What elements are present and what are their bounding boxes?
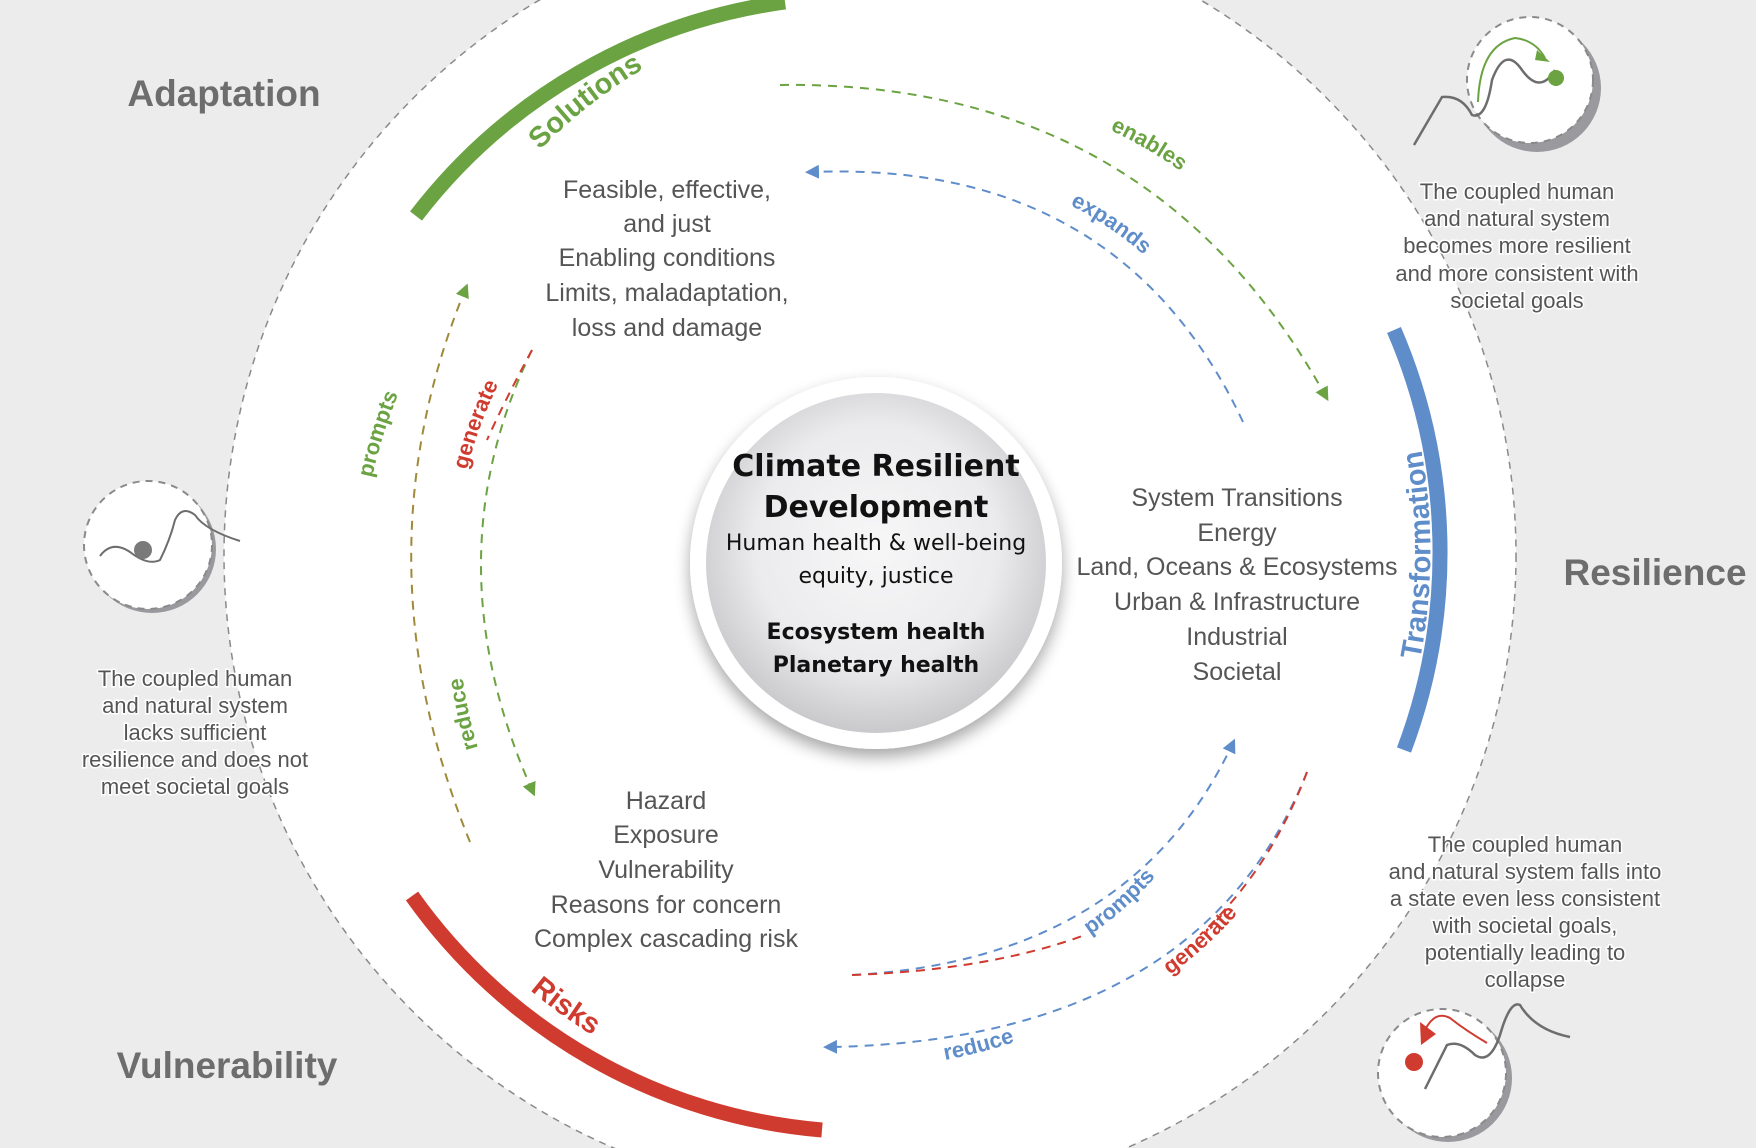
generate-right-arrow [1199, 771, 1308, 936]
insufficient-state-icon [83, 480, 241, 613]
note-line: potentially leading to [1425, 940, 1626, 965]
note-line: with societal goals, [1432, 913, 1618, 938]
note-line: The coupled human [1420, 179, 1614, 204]
center-line: equity, justice [798, 564, 953, 589]
note-line: and more consistent with [1395, 261, 1638, 286]
risks-item: Exposure [613, 821, 719, 849]
solutions-item: loss and damage [572, 314, 762, 342]
insufficient-note: The coupled human and natural system lac… [80, 665, 309, 801]
arrowhead-icon [1535, 50, 1550, 62]
solutions-item: Feasible, effective, [563, 176, 771, 204]
transformation-item: Industrial [1186, 623, 1287, 651]
risks-item: Reasons for concern [551, 891, 782, 919]
solutions-items: Feasible, effective, and just Enabling c… [545, 176, 788, 342]
note-line: and natural system [102, 693, 288, 718]
transformation-arc [1387, 327, 1448, 753]
arrowhead-icon [1420, 1022, 1436, 1045]
landscape-curve-icon [1423, 1003, 1571, 1090]
note-line: lacks sufficient [124, 720, 267, 745]
transformation-item: Energy [1197, 519, 1277, 547]
note-line: a state even less consistent [1390, 886, 1660, 911]
risks-item: Hazard [626, 787, 707, 815]
center-circle-fill [706, 393, 1046, 733]
center-line: Human health & well-being [726, 531, 1026, 556]
solutions-item: and just [623, 210, 711, 238]
prompts-right-arrow [851, 738, 1236, 976]
landscape-curve-icon [1412, 58, 1557, 146]
collapse-note: The coupled human and natural system fal… [1387, 831, 1663, 994]
transformation-item: Urban & Infrastructure [1114, 588, 1360, 616]
enables-arrow [779, 83, 1329, 402]
note-line: resilience and does not [82, 747, 308, 772]
note-line: meet societal goals [101, 774, 289, 799]
note-line: societal goals [1450, 288, 1583, 313]
corner-label-adaptation: Adaptation [127, 73, 320, 114]
trajectory-arrow-icon [1424, 1014, 1488, 1044]
risks-item: Vulnerability [598, 856, 734, 884]
note-line: collapse [1485, 967, 1566, 992]
note-line: and natural system falls into [1389, 859, 1662, 884]
risks-arc [405, 891, 823, 1138]
transformation-items: System Transitions Energy Land, Oceans &… [1077, 484, 1398, 686]
corner-label-vulnerability: Vulnerability [117, 1045, 338, 1086]
center-circle: Climate Resilient Development Human heal… [690, 377, 1062, 749]
note-line: becomes more resilient [1403, 233, 1630, 258]
resilient-state-icon [1412, 16, 1601, 152]
trajectory-arrow-icon [1477, 36, 1546, 103]
center-title-line1: Climate Resilient [732, 449, 1019, 484]
solutions-arc [410, 0, 787, 221]
solutions-item: Limits, maladaptation, [545, 279, 788, 307]
prompts-right-red-segment [851, 934, 1086, 976]
solutions-item: Enabling conditions [559, 244, 776, 272]
landscape-curve-icon [99, 510, 241, 563]
risks-item: Complex cascading risk [534, 925, 798, 953]
center-bold-line: Planetary health [773, 653, 979, 678]
risks-items: Hazard Exposure Vulnerability Reasons fo… [534, 787, 798, 953]
generate-left-arrow [486, 349, 533, 441]
state-ball-icon [1548, 70, 1564, 86]
state-ball-icon [1405, 1053, 1423, 1071]
transformation-item: Land, Oceans & Ecosystems [1077, 553, 1398, 581]
icon-disc [1377, 1008, 1507, 1138]
transformation-item: System Transitions [1131, 484, 1342, 512]
state-ball-icon [134, 541, 152, 559]
prompts-left-arrow [410, 283, 471, 843]
collapse-state-icon [1377, 1003, 1571, 1142]
note-line: The coupled human [98, 666, 292, 691]
note-line: The coupled human [1428, 832, 1622, 857]
transformation-item: Societal [1193, 658, 1282, 686]
note-line: and natural system [1424, 206, 1610, 231]
reduce-left-arrow [480, 349, 536, 797]
expands-arrow [805, 164, 1244, 423]
center-bold-line: Ecosystem health [767, 620, 986, 645]
center-title-line2: Development [764, 490, 989, 525]
resilient-note: The coupled human and natural system bec… [1394, 178, 1640, 315]
corner-label-resilience: Resilience [1563, 552, 1746, 593]
